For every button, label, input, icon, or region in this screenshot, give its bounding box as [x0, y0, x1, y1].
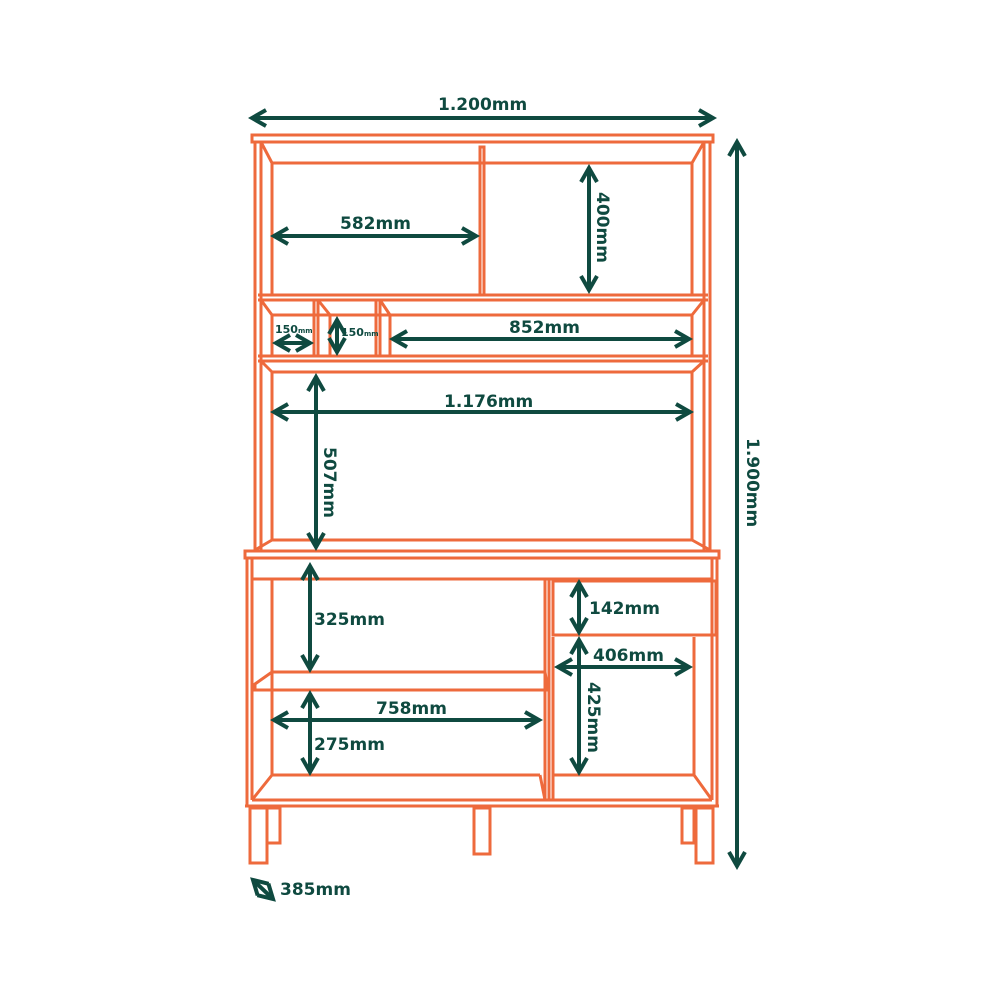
depth-label: 385mm: [280, 880, 351, 900]
top-compartment-width-label: 582mm: [340, 214, 411, 234]
open-section-width-label: 1.176mm: [444, 392, 534, 412]
cubby-height-value: 150: [341, 326, 364, 339]
overall-height-label: 1.900mm: [742, 438, 762, 528]
cubby-width-value: 150: [275, 323, 298, 336]
dimension-lines: [247, 108, 747, 902]
cabinet-outline: [243, 133, 721, 865]
overall-width-label: 1.200mm: [438, 95, 528, 115]
middle-shelf-width-label: 852mm: [509, 318, 580, 338]
lower-left-upper-height-label: 325mm: [314, 610, 385, 630]
cubby-height-unit: mm: [363, 330, 379, 338]
right-compartment-height-label: 425mm: [583, 682, 603, 753]
drawer-height-label: 142mm: [589, 599, 660, 619]
lower-left-width-label: 758mm: [376, 699, 447, 719]
open-section-height-label: 507mm: [319, 447, 339, 518]
cubby-width-unit: mm: [297, 327, 313, 335]
cubby-height-label: 150mm: [341, 326, 379, 339]
cubby-width-label: 150mm: [275, 323, 313, 336]
lower-left-lower-height-label: 275mm: [314, 735, 385, 755]
top-compartment-height-label: 400mm: [592, 192, 612, 263]
right-compartment-width-label: 406mm: [593, 646, 664, 666]
